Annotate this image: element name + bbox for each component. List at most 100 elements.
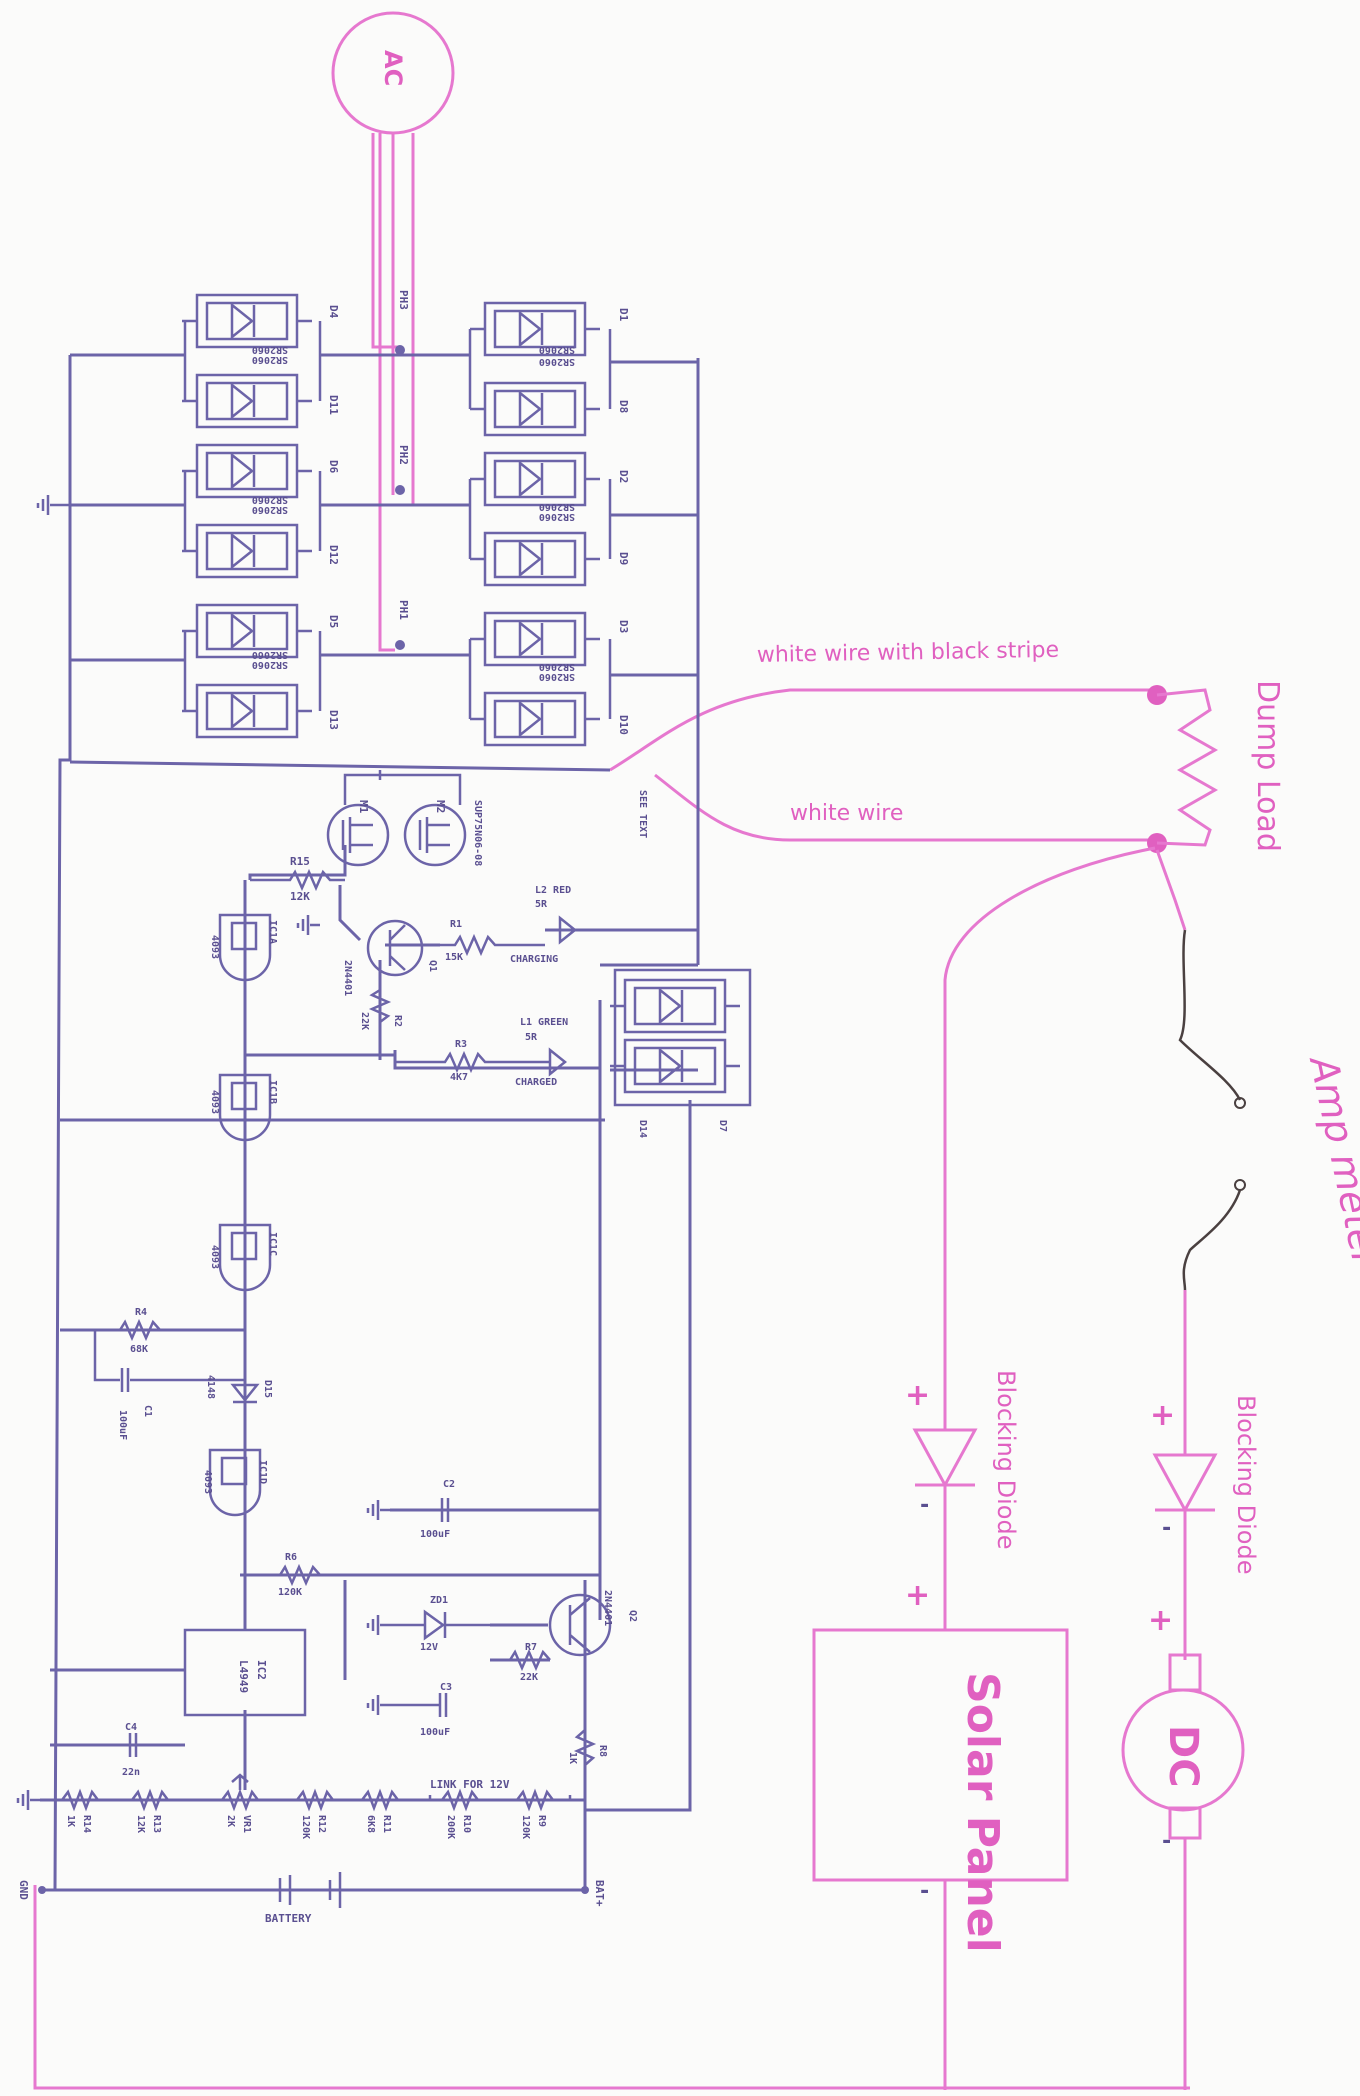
ic2-label: IC2 xyxy=(255,1660,268,1680)
q2-label: Q2 xyxy=(627,1610,638,1622)
r2-value: 22K xyxy=(359,1012,370,1030)
phase-label: PH1 xyxy=(397,600,410,620)
link-label: LINK FOR 12V xyxy=(430,1778,510,1791)
mosfet-label: M1 xyxy=(357,800,370,814)
r7-label: R7 xyxy=(525,1642,537,1653)
resistor-R14 xyxy=(61,1788,99,1812)
capacitor-C1 xyxy=(93,1330,245,1392)
ic1d-label: IC1D xyxy=(257,1460,268,1484)
vr1-value: 2K xyxy=(225,1815,236,1827)
d15-value: 4148 xyxy=(205,1375,216,1399)
ac-label: AC xyxy=(379,50,407,86)
part-label: SR2060 xyxy=(539,671,575,682)
battery-symbol xyxy=(278,1872,342,1908)
c3-label: C3 xyxy=(440,1682,452,1693)
vr1-label: VR1 xyxy=(241,1815,252,1833)
gate-IC1A xyxy=(218,913,272,982)
zd1-label: ZD1 xyxy=(430,1595,448,1606)
r2-label: R2 xyxy=(392,1015,403,1027)
r11-label: R11 xyxy=(381,1815,392,1833)
phase-label: PH3 xyxy=(397,290,410,310)
r8-label: R8 xyxy=(597,1745,608,1757)
dump-load-wire-upper xyxy=(609,688,1155,772)
resistor-R9 xyxy=(516,1788,554,1812)
diode-D6 xyxy=(182,443,312,499)
q1-part: 2N4401 xyxy=(342,960,353,996)
component-group xyxy=(38,293,752,1908)
diode-label: D8 xyxy=(617,400,630,413)
diode-label: D4 xyxy=(327,305,340,319)
r13-label: R13 xyxy=(151,1815,162,1833)
resistor-R3 xyxy=(395,1050,540,1074)
resistor-R11 xyxy=(361,1788,399,1812)
r1-label: R1 xyxy=(450,919,462,930)
white-black-stripe-label: white wire with black stripe xyxy=(757,638,1060,668)
gate-IC1C xyxy=(218,1223,272,1292)
ic1a-label: IC1A xyxy=(267,920,278,944)
resistor-R12 xyxy=(296,1788,334,1812)
amp-meter-label: Amp meter xyxy=(1301,1050,1360,1273)
part-label: SR2060 xyxy=(252,649,288,660)
led-L2 xyxy=(545,915,578,945)
led-L1 xyxy=(540,1047,568,1077)
transistor-Q1 xyxy=(366,919,424,977)
diode-label: D11 xyxy=(327,395,340,415)
l1-label: L1 GREEN xyxy=(520,1017,568,1028)
zd1-value: 12V xyxy=(420,1642,438,1653)
dc-blocking-diode-label: Blocking Diode xyxy=(1232,1395,1260,1574)
part-label: SR2060 xyxy=(252,504,288,515)
polarity-plus: + xyxy=(1148,1603,1173,1638)
diode-D12 xyxy=(182,523,312,579)
diode-D5 xyxy=(182,603,312,659)
resistor-R2 xyxy=(368,988,392,1023)
resistor-R15 xyxy=(250,868,345,892)
r10-value: 200K xyxy=(445,1815,456,1839)
r3-label: R3 xyxy=(455,1039,467,1050)
r13-value: 12K xyxy=(135,1815,146,1833)
dump-load-label: Dump Load xyxy=(1250,680,1285,852)
r12-label: R12 xyxy=(316,1815,327,1833)
gate-IC1D xyxy=(208,1448,262,1517)
polarity-minus: - xyxy=(1160,1829,1173,1854)
gate-IC1B xyxy=(218,1073,272,1142)
white-wire-label: white wire xyxy=(790,801,903,826)
diode-D15 xyxy=(230,1365,260,1404)
part-label: SR2060 xyxy=(539,344,575,355)
part-label: SR2060 xyxy=(252,494,288,505)
ground-symbols xyxy=(16,495,390,1810)
diode-D3 xyxy=(470,611,600,667)
mosfet-M1 xyxy=(326,803,390,867)
zener-ZD1 xyxy=(390,1609,490,1641)
diode-label: D5 xyxy=(327,615,340,628)
ic1c-part: 4093 xyxy=(209,1245,220,1269)
diode-D9 xyxy=(470,531,600,587)
r9-value: 120K xyxy=(520,1815,531,1839)
phase-label: PH2 xyxy=(397,445,410,465)
resistor-R1 xyxy=(440,933,545,957)
battery-label: BATTERY xyxy=(265,1912,312,1925)
part-label: SR2060 xyxy=(252,354,288,365)
ic-L4949 xyxy=(183,1628,307,1717)
resistor-R10 xyxy=(441,1788,479,1812)
solar-panel-box xyxy=(812,1628,1069,1882)
c4-value: 22n xyxy=(122,1767,140,1778)
resistor-R8 xyxy=(573,1729,597,1766)
r8-value: 1K xyxy=(567,1752,578,1764)
bat-plus-label: BAT+ xyxy=(593,1880,606,1907)
label-group: D4D11D6D12D5D13D1D8D2D9D3D10SR2060SR2060… xyxy=(17,50,1360,1953)
part-label: SR2060 xyxy=(539,661,575,672)
capacitor-C2 xyxy=(390,1498,450,1522)
capacitor-C4 xyxy=(50,1733,185,1757)
solar-blocking-diode xyxy=(912,1420,978,1630)
diode-label: D1 xyxy=(617,308,630,322)
ammeter-feed-wire xyxy=(1155,849,1187,931)
l2-note: CHARGING xyxy=(510,954,558,965)
c1-value: 100uF xyxy=(117,1410,128,1440)
r7-value: 22K xyxy=(520,1672,538,1683)
q1-label: Q1 xyxy=(427,960,438,972)
diode-label: D10 xyxy=(617,715,630,735)
ac-phase-wire xyxy=(378,133,395,652)
polarity-minus: - xyxy=(918,1879,931,1904)
diode-D10 xyxy=(470,691,600,747)
resistor-R13 xyxy=(131,1788,169,1812)
